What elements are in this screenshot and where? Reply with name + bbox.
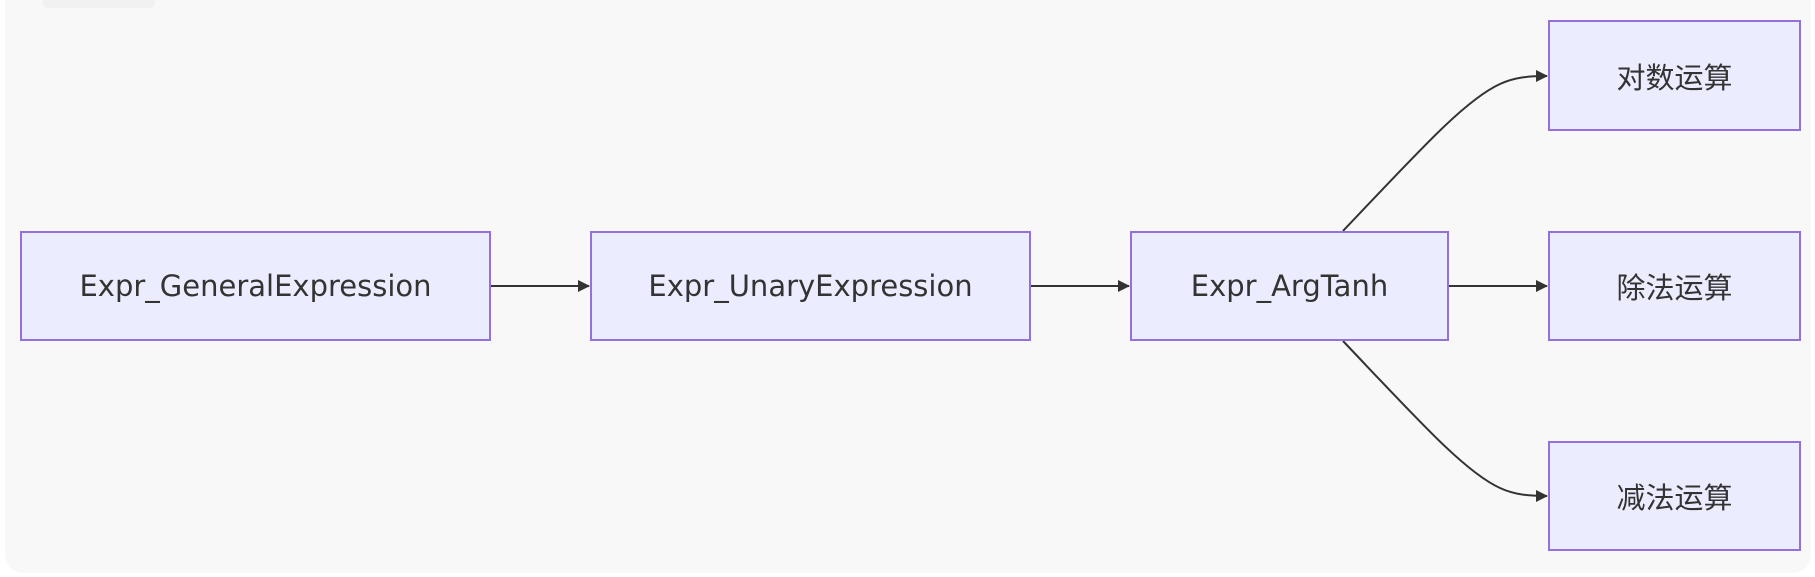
edge-argtanh-to-log xyxy=(1342,70,1548,232)
canvas-tab xyxy=(43,0,155,8)
node-label: Expr_ArgTanh xyxy=(1190,269,1389,303)
node-unary-expression[interactable]: Expr_UnaryExpression xyxy=(590,231,1031,341)
node-log-operation[interactable]: 对数运算 xyxy=(1548,20,1801,131)
node-label: 除法运算 xyxy=(1616,271,1733,305)
node-subtraction-operation[interactable]: 减法运算 xyxy=(1548,441,1801,551)
node-general-expression[interactable]: Expr_GeneralExpression xyxy=(20,231,491,341)
node-argtanh[interactable]: Expr_ArgTanh xyxy=(1130,231,1449,341)
edge-argtanh-to-sub xyxy=(1342,340,1548,502)
node-label: Expr_UnaryExpression xyxy=(648,269,973,303)
node-label: 减法运算 xyxy=(1616,481,1733,515)
node-label: Expr_GeneralExpression xyxy=(79,269,432,303)
node-division-operation[interactable]: 除法运算 xyxy=(1548,231,1801,341)
node-label: 对数运算 xyxy=(1616,60,1733,95)
